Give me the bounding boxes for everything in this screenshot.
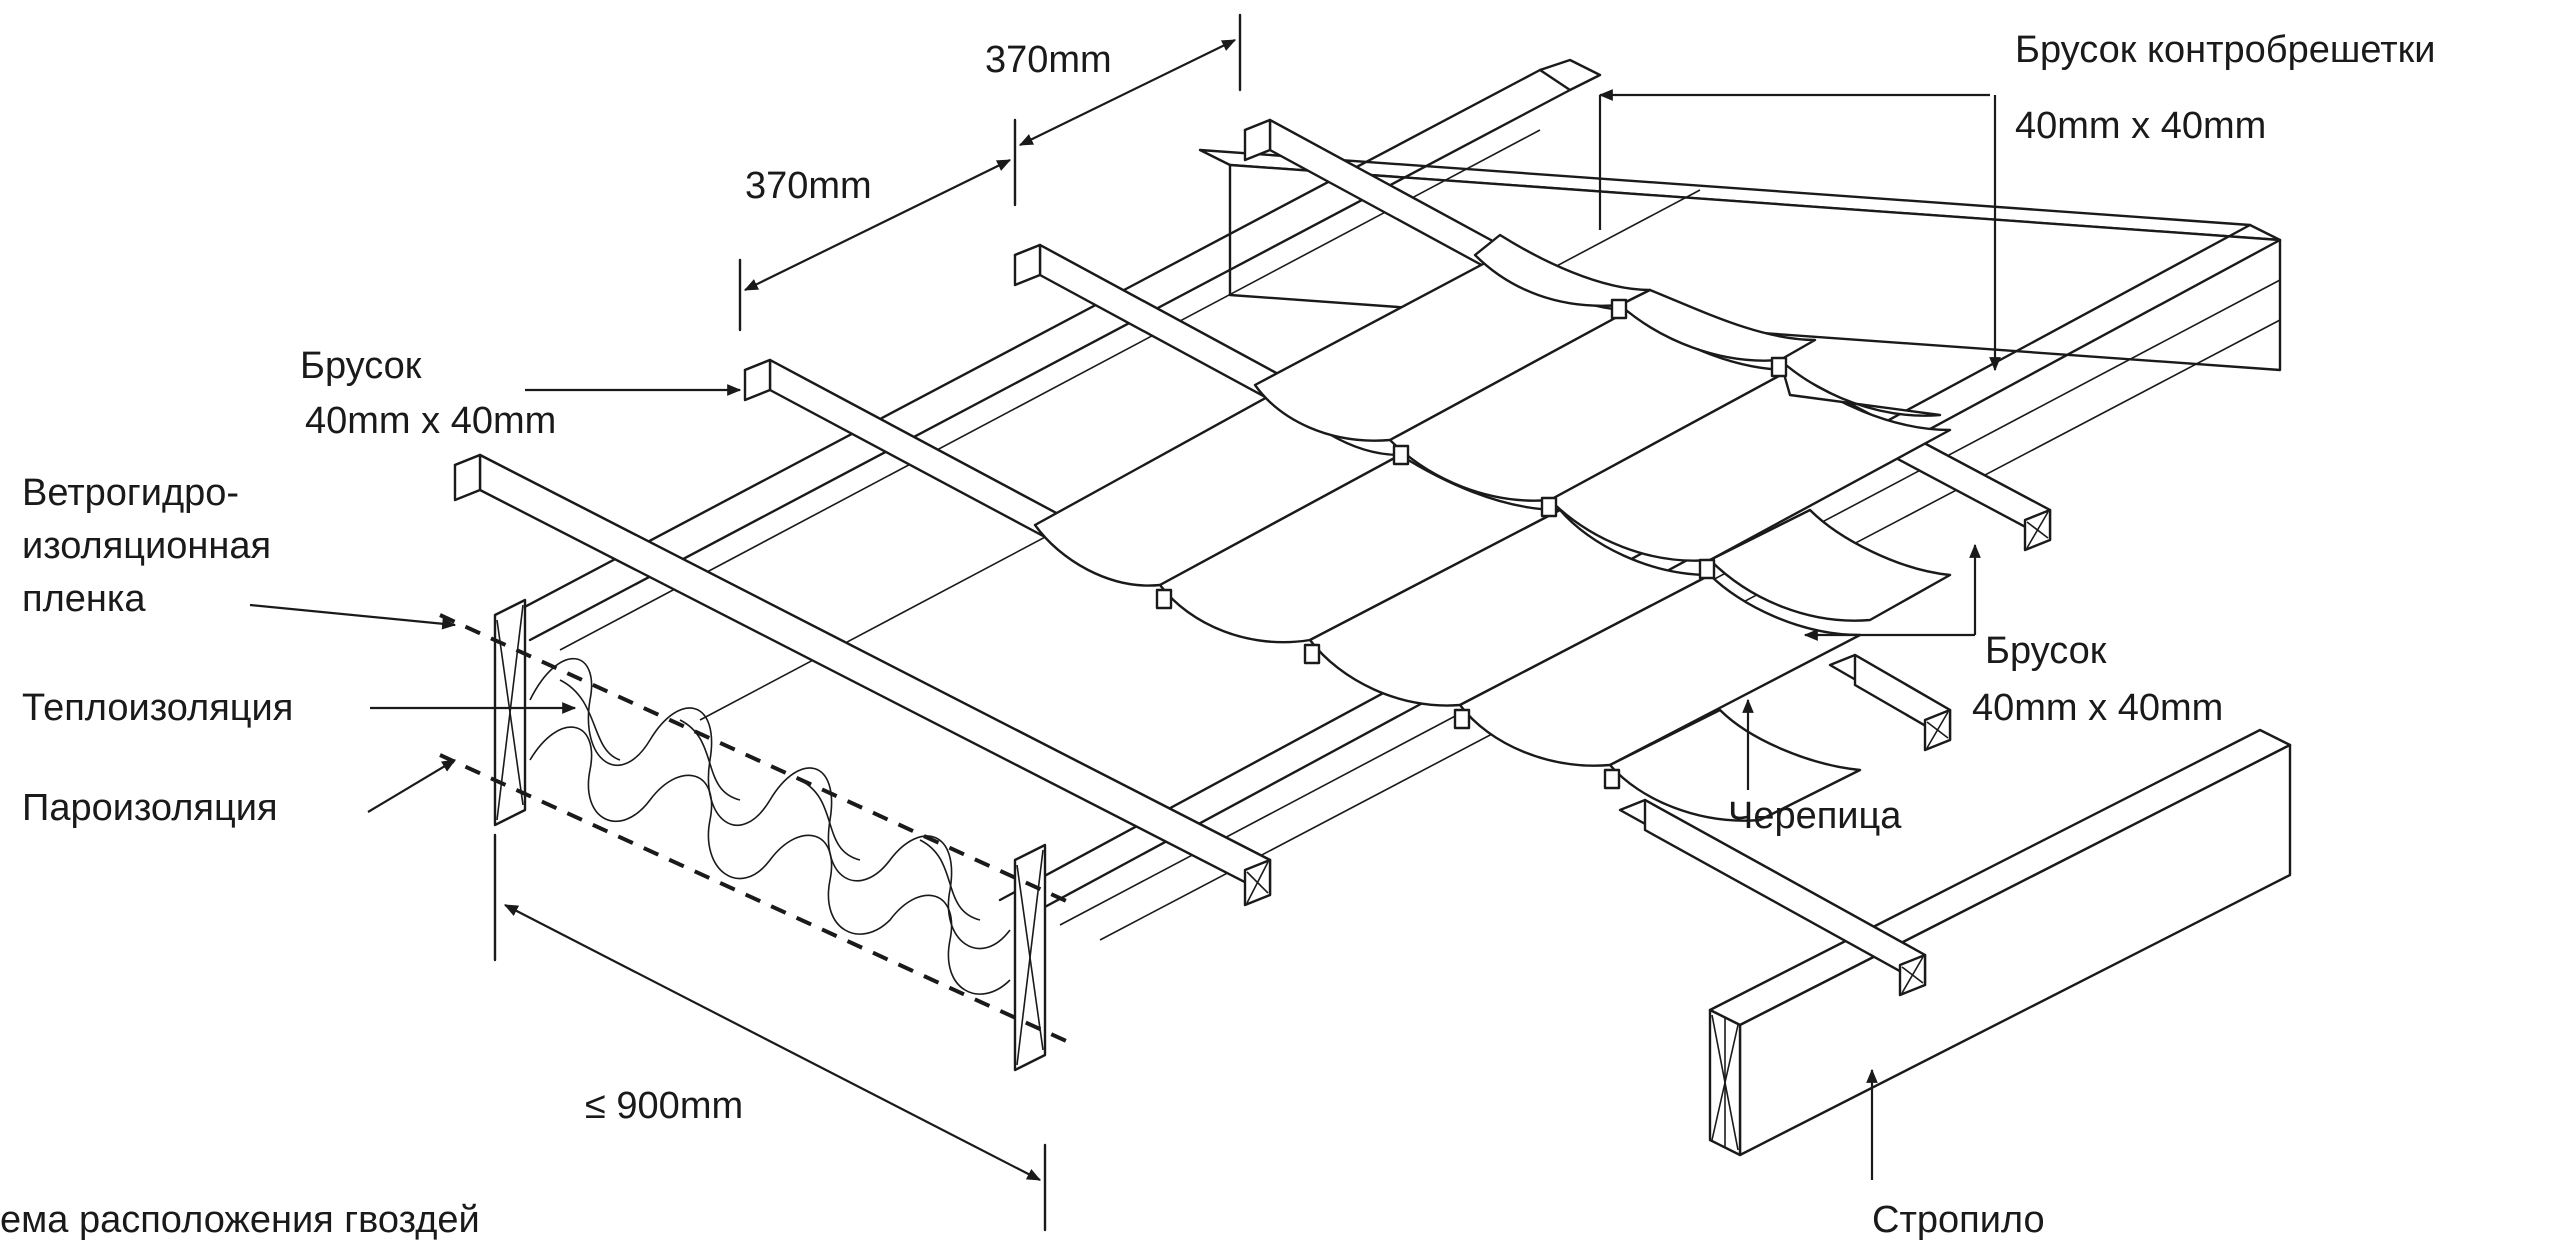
batten-right-title: Брусок (1985, 630, 2107, 672)
vapor-barrier-line (439, 753, 1076, 1047)
batten-left-title: Брусок (300, 345, 422, 387)
dim-line-top (1018, 39, 1237, 146)
batten-right-size: 40mm x 40mm (1972, 687, 2223, 729)
text-labels: 370mm 370mm ≤ 900mm Брусок контробрешетк… (0, 29, 2435, 1241)
insulation-fill (529, 657, 1011, 950)
nail-scheme-caption: ема расположения гвоздей (0, 1199, 480, 1241)
batten-d-right (1828, 653, 1952, 752)
dim-line-bottom (503, 904, 1042, 1181)
rafter-label: Стропило (1872, 1199, 2045, 1241)
tile-label: Черепица (1728, 795, 1902, 837)
wind-membrane-line (439, 613, 1076, 907)
dim-line-middle (743, 159, 1012, 291)
leader-vapor (367, 759, 457, 813)
counter-batten-title: Брусок контробрешетки (2015, 29, 2435, 71)
vapor-barrier-label: Пароизоляция (22, 787, 278, 829)
batten-e-bottom (1618, 798, 1927, 997)
left-counter-batten (453, 453, 1272, 907)
insulation-label: Теплоизоляция (22, 687, 293, 729)
membrane-label-line2: изоляционная (22, 525, 271, 567)
front-rafter (1708, 728, 2292, 1157)
dim-label-middle: 370mm (745, 165, 872, 207)
membrane-label-line3: пленка (22, 578, 146, 620)
roof-tiles (1033, 233, 1952, 822)
insulation-section (439, 598, 1076, 1072)
batten-left-size: 40mm x 40mm (305, 400, 556, 442)
membrane-label-line1: Ветрогидро- (22, 472, 239, 514)
back-rafter (1198, 148, 2282, 372)
dim-label-bottom: ≤ 900mm (585, 1085, 743, 1127)
dimension-lines (493, 13, 1242, 1232)
leader-lines (249, 89, 2001, 1180)
batten-c (1243, 118, 1502, 277)
batten-a (743, 358, 1062, 547)
dim-label-top: 370mm (985, 39, 1112, 81)
leader-membrane (249, 603, 457, 630)
counter-batten-size: 40mm x 40mm (2015, 105, 2266, 147)
